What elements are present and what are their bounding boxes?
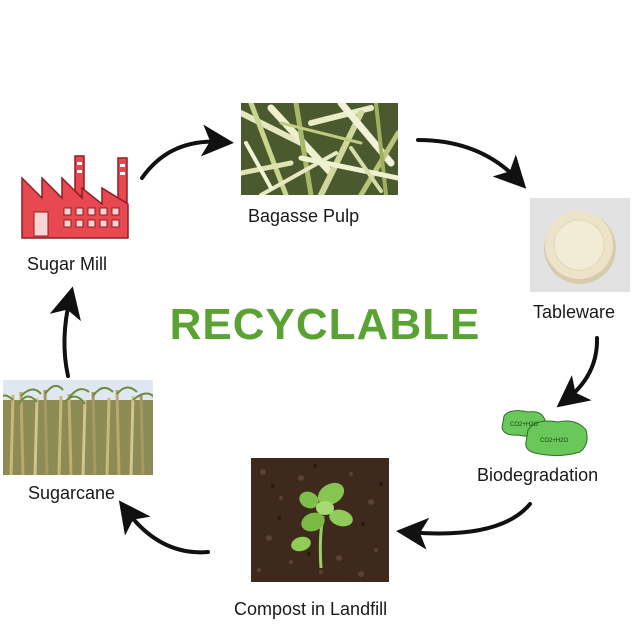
arrow-bagasse-to-tableware (416, 138, 527, 189)
arrow-mill-to-bagasse (140, 124, 234, 180)
bagasse-pulp-image (241, 103, 398, 195)
compost-image (251, 458, 389, 582)
diagram-title: RECYCLABLE (169, 300, 481, 349)
bubble-text-2: CO2+H2O (540, 438, 569, 444)
stage-label-sugar-mill: Sugar Mill (27, 254, 108, 274)
tableware-image (530, 198, 630, 292)
stage-label-compost: Compost in Landfill (234, 599, 388, 619)
stage-label-bagasse-pulp: Bagasse Pulp (248, 206, 360, 226)
factory-icon (20, 148, 132, 240)
arrow-tableware-to-biodegradation (556, 336, 600, 408)
stage-label-sugarcane: Sugarcane (28, 483, 116, 503)
sugarcane-image (3, 380, 153, 475)
arrow-sugarcane-to-mill (49, 286, 81, 378)
arrow-compost-to-sugarcane (118, 500, 210, 555)
bubble-text-1: CO2+H2O (510, 422, 539, 428)
stage-label-biodegradation: Biodegradation (477, 465, 599, 485)
biodegradation-bubbles-image: CO2+H2O CO2+H2O (500, 408, 590, 458)
arrow-biodegradation-to-compost (396, 502, 532, 550)
stage-label-tableware: Tableware (533, 302, 616, 322)
